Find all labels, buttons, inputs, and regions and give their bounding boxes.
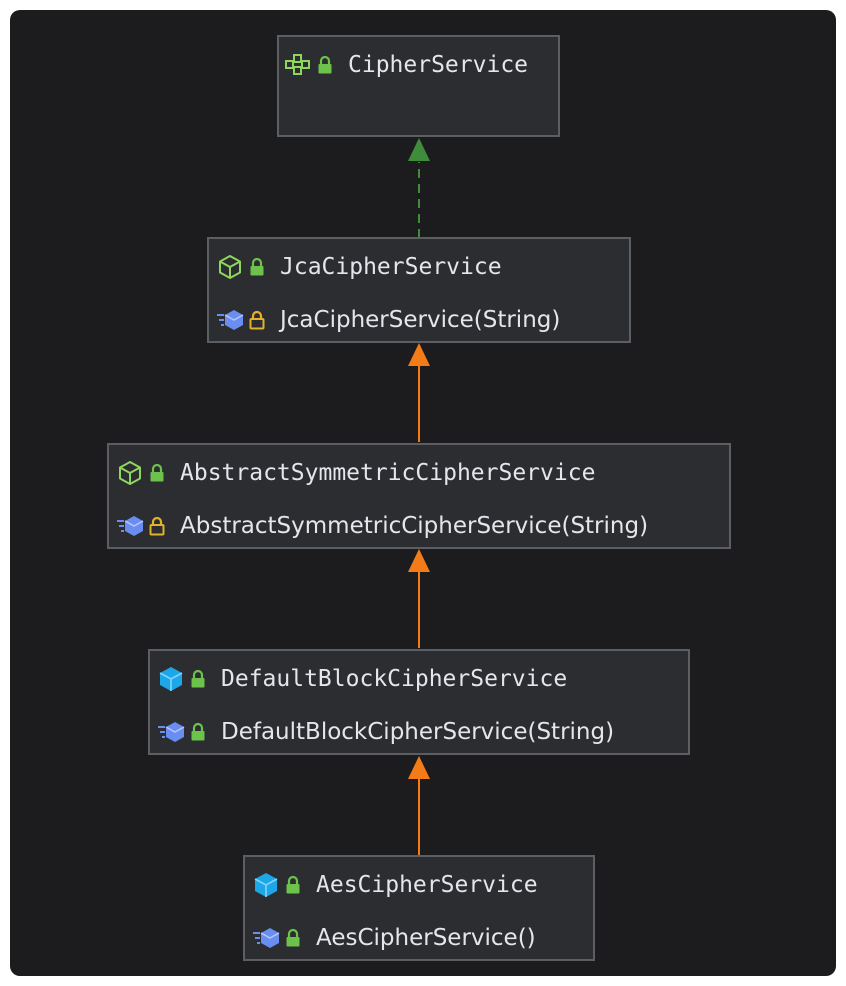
public-lock-icon <box>316 55 334 75</box>
public-lock-icon <box>148 463 166 483</box>
diagram-canvas: CipherService JcaCipherService JcaCipher… <box>10 10 836 976</box>
node-jca-cipher-service[interactable]: JcaCipherService JcaCipherService(String… <box>207 237 631 343</box>
implements-arrowhead <box>408 138 430 161</box>
extends-arrowhead-1 <box>408 343 430 366</box>
member-row[interactable]: JcaCipherService(String) <box>216 304 560 336</box>
constructor-icon <box>252 924 280 952</box>
constructor-icon <box>157 718 185 746</box>
extends-arrowhead-2 <box>408 549 430 572</box>
constructor-label: AbstractSymmetricCipherService(String) <box>180 513 649 539</box>
public-lock-icon <box>189 669 207 689</box>
extends-arrowhead-3 <box>408 756 430 779</box>
interface-icon <box>284 51 312 79</box>
constructor-icon <box>116 512 144 540</box>
public-lock-icon <box>284 875 302 895</box>
node-default-block-cipher-service[interactable]: DefaultBlockCipherService DefaultBlockCi… <box>148 649 690 755</box>
constructor-label: DefaultBlockCipherService(String) <box>221 719 615 745</box>
node-cipher-service[interactable]: CipherService <box>277 35 560 137</box>
node-aes-cipher-service[interactable]: AesCipherService AesCipherService() <box>243 855 595 961</box>
node-abstract-symmetric-cipher-service[interactable]: AbstractSymmetricCipherService AbstractS… <box>107 443 731 549</box>
public-lock-icon <box>284 928 302 948</box>
node-title: AbstractSymmetricCipherService <box>180 460 596 486</box>
constructor-label: AesCipherService() <box>316 925 536 951</box>
node-title: JcaCipherService <box>280 254 502 280</box>
abstract-class-icon <box>216 253 244 281</box>
protected-lock-icon <box>248 310 266 330</box>
member-row[interactable]: AbstractSymmetricCipherService(String) <box>116 510 648 542</box>
member-row[interactable]: AesCipherService() <box>252 922 536 954</box>
edges-layer <box>408 138 430 855</box>
public-lock-icon <box>189 722 207 742</box>
class-icon <box>157 665 185 693</box>
constructor-icon <box>216 306 244 334</box>
class-icon <box>252 871 280 899</box>
node-title: DefaultBlockCipherService <box>221 666 568 692</box>
node-title: AesCipherService <box>316 872 538 898</box>
protected-lock-icon <box>148 516 166 536</box>
public-lock-icon <box>248 257 266 277</box>
constructor-label: JcaCipherService(String) <box>280 307 561 333</box>
abstract-class-icon <box>116 459 144 487</box>
node-title: CipherService <box>348 52 529 78</box>
member-row[interactable]: DefaultBlockCipherService(String) <box>157 716 614 748</box>
